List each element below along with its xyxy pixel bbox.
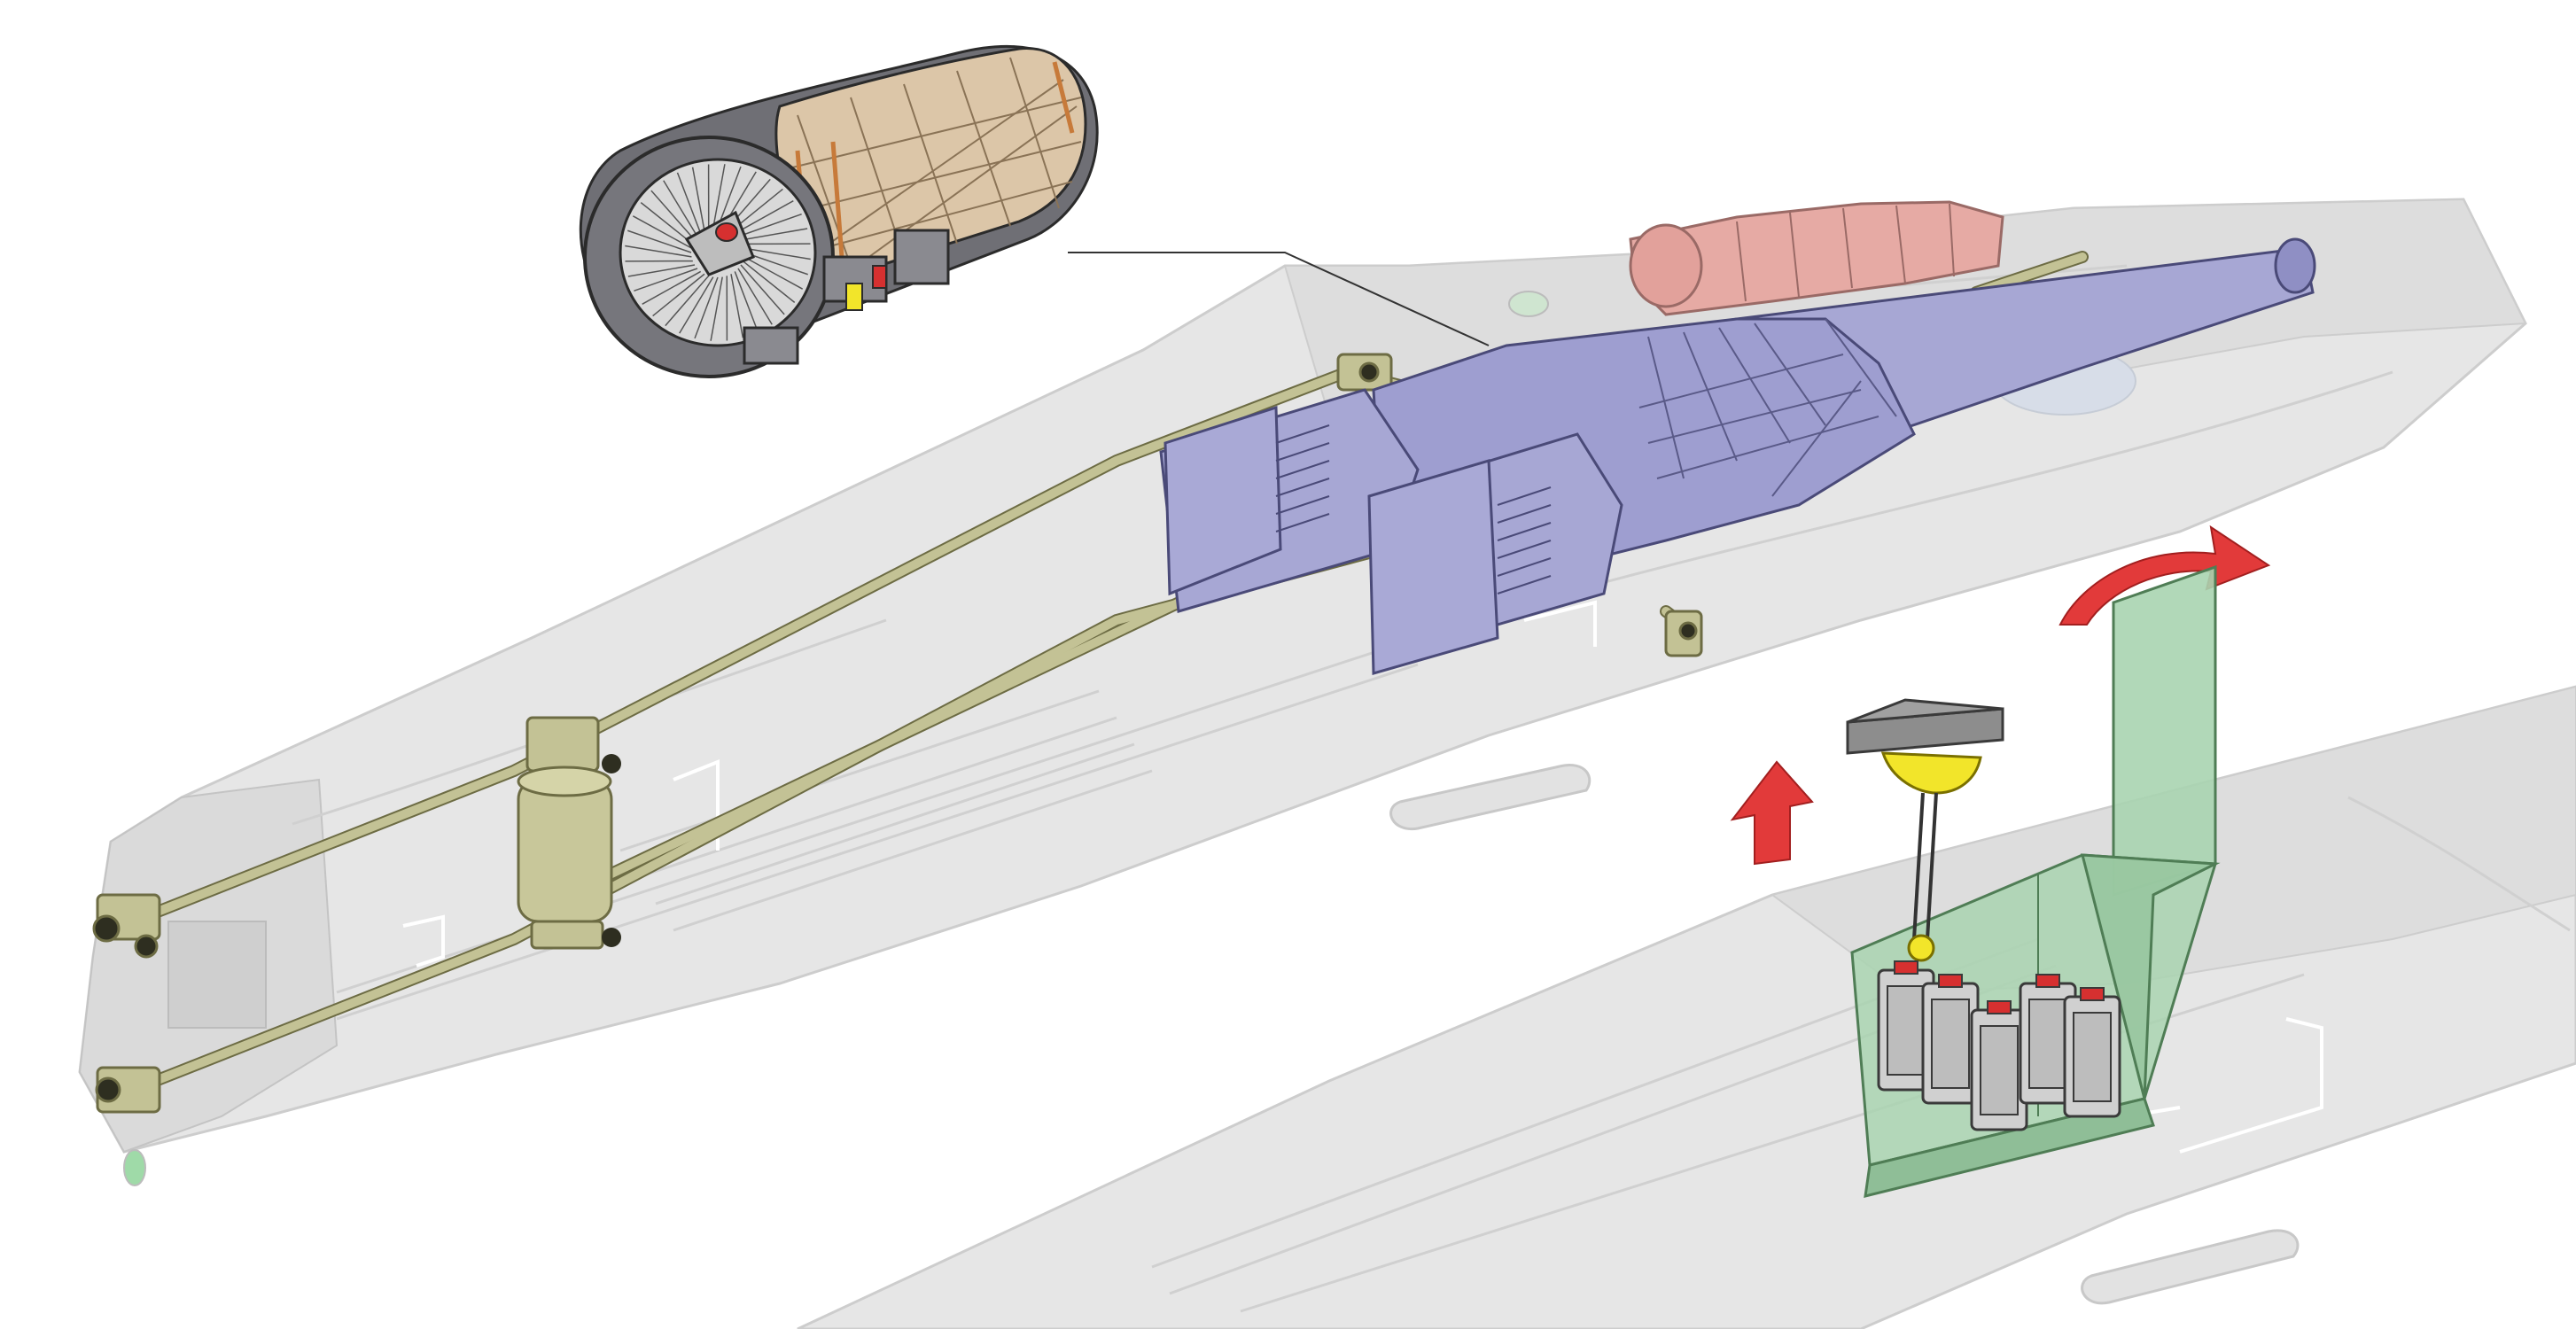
upward-arrow xyxy=(1730,760,1814,866)
battery-modules xyxy=(1877,960,2121,1131)
curved-rotate-arrow xyxy=(2058,525,2271,626)
fan-blade xyxy=(691,167,705,231)
fan-blade xyxy=(737,268,773,325)
fan-blade xyxy=(694,276,719,339)
lower-missile xyxy=(2081,1229,2300,1305)
upper-panel-lines xyxy=(292,264,2393,1021)
fan-blade xyxy=(742,260,796,303)
engine-nozzle xyxy=(2274,237,2316,294)
fan-blade xyxy=(625,245,692,258)
fan-blade xyxy=(730,274,744,338)
intake-panel-left xyxy=(1163,405,1282,596)
fan-blade xyxy=(712,164,726,229)
fuel-canister xyxy=(517,716,621,950)
inset-fan-blades xyxy=(625,164,811,341)
fan-blade xyxy=(717,166,742,229)
fan-blade xyxy=(743,252,808,276)
fan-blade xyxy=(743,256,804,290)
fan-blade xyxy=(642,270,702,305)
battery-module xyxy=(1970,1000,2028,1131)
fan-blade xyxy=(652,273,705,317)
fan-blade xyxy=(734,200,794,235)
fan-blade xyxy=(665,275,710,327)
fan-blade xyxy=(740,228,808,241)
intake-vents xyxy=(1275,424,1552,595)
fan-blade xyxy=(740,264,785,315)
upper-green-light xyxy=(1508,291,1549,317)
fan-blade xyxy=(734,271,759,333)
fan-blade xyxy=(710,276,723,341)
fan-blade xyxy=(634,268,698,292)
fan-blade xyxy=(743,247,811,260)
fan-blade xyxy=(640,202,694,245)
bay-door xyxy=(2112,564,2217,898)
engine-cutaway-inset xyxy=(579,45,1099,378)
fan-blade xyxy=(632,215,692,249)
battery-module xyxy=(2063,987,2121,1118)
intake-panel-right xyxy=(1367,459,1499,675)
fan-blade xyxy=(663,180,698,237)
main-engine xyxy=(1159,237,2316,675)
battery-module xyxy=(1921,974,1980,1105)
upper-missile xyxy=(1389,764,1592,831)
fan-blade xyxy=(650,190,696,241)
battery-module xyxy=(2019,974,2077,1105)
engine-lattice xyxy=(1638,318,1897,497)
fan-blade xyxy=(627,264,696,277)
fan-blade xyxy=(627,229,692,253)
inset-leader-line xyxy=(1068,252,1490,346)
bay-side-wall xyxy=(2081,853,2221,1100)
fan-blade xyxy=(679,276,714,334)
nose-green-light xyxy=(123,1149,146,1186)
upper-nose-panel xyxy=(167,921,267,1029)
second-engine xyxy=(1629,200,2004,316)
chain-hoist xyxy=(1846,698,2004,962)
bay-floor xyxy=(1864,1097,2155,1198)
fan-blade xyxy=(676,172,702,234)
fan-blade xyxy=(737,213,802,237)
